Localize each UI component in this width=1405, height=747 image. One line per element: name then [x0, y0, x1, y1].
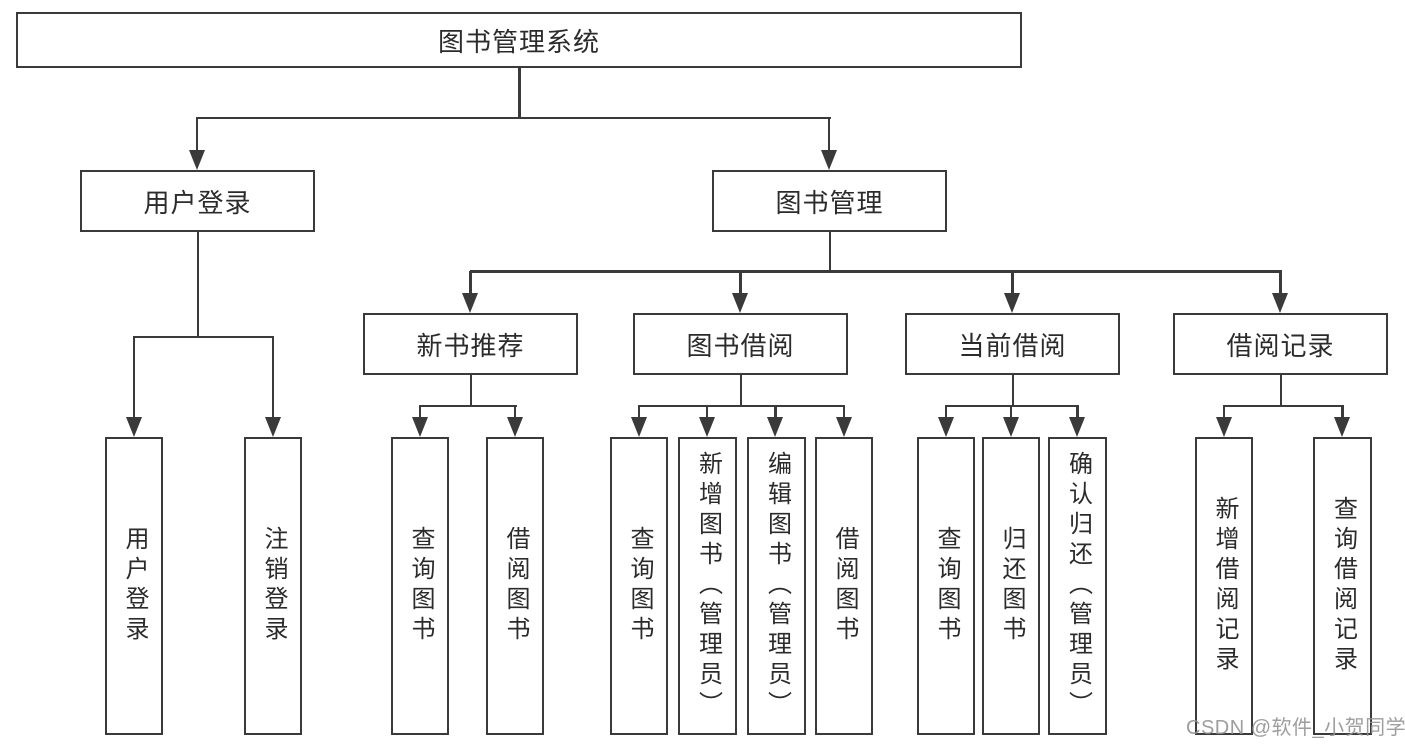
arrowhead-down-icon: [462, 271, 479, 313]
leaf-query-book-2-label: 查询图书: [626, 526, 653, 646]
leaf-edit-book-admin-label: 编辑图书（管理员）: [763, 451, 791, 721]
leaf-add-book-admin-label: 新增图书（管理员）: [694, 451, 722, 721]
arrowhead-down-icon: [1215, 405, 1233, 437]
leaf-query-borrow-record: 查询借阅记录: [1313, 437, 1372, 735]
tree-connector: [518, 68, 521, 118]
node-borrow-record-label: 借阅记录: [1226, 330, 1335, 361]
arrowhead-down-icon: [767, 405, 784, 437]
leaf-user-login: 用户登录: [105, 437, 163, 735]
leaf-borrow-book-1: 借阅图书: [486, 437, 544, 735]
leaf-return-book-label: 归还图书: [998, 526, 1025, 646]
leaf-query-book-3-label: 查询图书: [933, 526, 960, 646]
arrowhead-down-icon: [835, 405, 853, 437]
tree-connector: [469, 375, 472, 406]
node-book-borrow-label: 图书借阅: [686, 330, 795, 361]
tree-connector: [469, 270, 1282, 273]
leaf-return-book: 归还图书: [982, 437, 1040, 735]
tree-connector: [133, 335, 274, 338]
arrowhead-down-icon: [411, 405, 429, 437]
arrowhead-down-icon: [1272, 271, 1289, 313]
arrowhead-down-icon: [630, 405, 648, 437]
tree-connector: [828, 232, 831, 272]
leaf-confirm-return-admin-label: 确认归还（管理员）: [1064, 451, 1092, 721]
node-user-login-label: 用户登录: [143, 187, 252, 218]
leaf-query-book-2: 查询图书: [610, 437, 668, 735]
arrowhead-down-icon: [1069, 405, 1086, 437]
leaf-logout-label: 注销登录: [260, 526, 287, 646]
node-root: 图书管理系统: [16, 12, 1022, 68]
leaf-borrow-book-2: 借阅图书: [815, 437, 873, 735]
node-current-borrow-label: 当前借阅: [958, 330, 1067, 361]
node-current-borrow: 当前借阅: [905, 313, 1120, 375]
tree-connector: [1279, 375, 1282, 406]
arrowhead-down-icon: [1334, 405, 1351, 437]
csdn-watermark: CSDN @软件_小贺同学: [1186, 717, 1405, 739]
leaf-confirm-return-admin: 确认归还（管理员）: [1048, 437, 1107, 735]
leaf-add-borrow-record-label: 新增借阅记录: [1211, 496, 1238, 676]
arrowhead-down-icon: [264, 336, 282, 437]
leaf-user-login-label: 用户登录: [121, 526, 148, 646]
node-book-borrow: 图书借阅: [633, 313, 848, 375]
leaf-borrow-book-2-label: 借阅图书: [831, 526, 858, 646]
tree-connector: [638, 404, 845, 407]
arrowhead-down-icon: [188, 117, 206, 170]
tree-connector: [1223, 404, 1344, 407]
node-root-label: 图书管理系统: [437, 26, 600, 57]
arrowhead-down-icon: [1002, 405, 1020, 437]
node-borrow-record: 借阅记录: [1173, 313, 1388, 375]
arrowhead-down-icon: [937, 405, 955, 437]
arrowhead-down-icon: [698, 405, 716, 437]
leaf-edit-book-admin: 编辑图书（管理员）: [747, 437, 806, 735]
tree-connector: [196, 232, 199, 338]
tree-connector: [196, 116, 831, 119]
leaf-borrow-book-1-label: 借阅图书: [502, 526, 529, 646]
tree-connector: [1011, 375, 1014, 406]
arrowhead-down-icon: [820, 117, 838, 170]
arrowhead-down-icon: [125, 336, 143, 437]
arrowhead-down-icon: [506, 405, 524, 437]
node-new-book-recommend: 新书推荐: [363, 313, 578, 375]
node-new-book-recommend-label: 新书推荐: [416, 330, 525, 361]
tree-connector: [739, 375, 742, 406]
node-book-management-label: 图书管理: [775, 187, 884, 218]
node-book-management: 图书管理: [712, 170, 947, 232]
arrowhead-down-icon: [1004, 271, 1021, 313]
node-user-login: 用户登录: [80, 170, 315, 232]
leaf-query-book-1: 查询图书: [391, 437, 449, 735]
leaf-query-book-3: 查询图书: [917, 437, 975, 735]
leaf-query-book-1-label: 查询图书: [407, 526, 434, 646]
leaf-add-borrow-record: 新增借阅记录: [1195, 437, 1253, 735]
leaf-query-borrow-record-label: 查询借阅记录: [1329, 496, 1357, 676]
leaf-logout: 注销登录: [244, 437, 302, 735]
arrowhead-down-icon: [732, 271, 749, 313]
tree-connector: [419, 404, 517, 407]
leaf-add-book-admin: 新增图书（管理员）: [678, 437, 737, 735]
